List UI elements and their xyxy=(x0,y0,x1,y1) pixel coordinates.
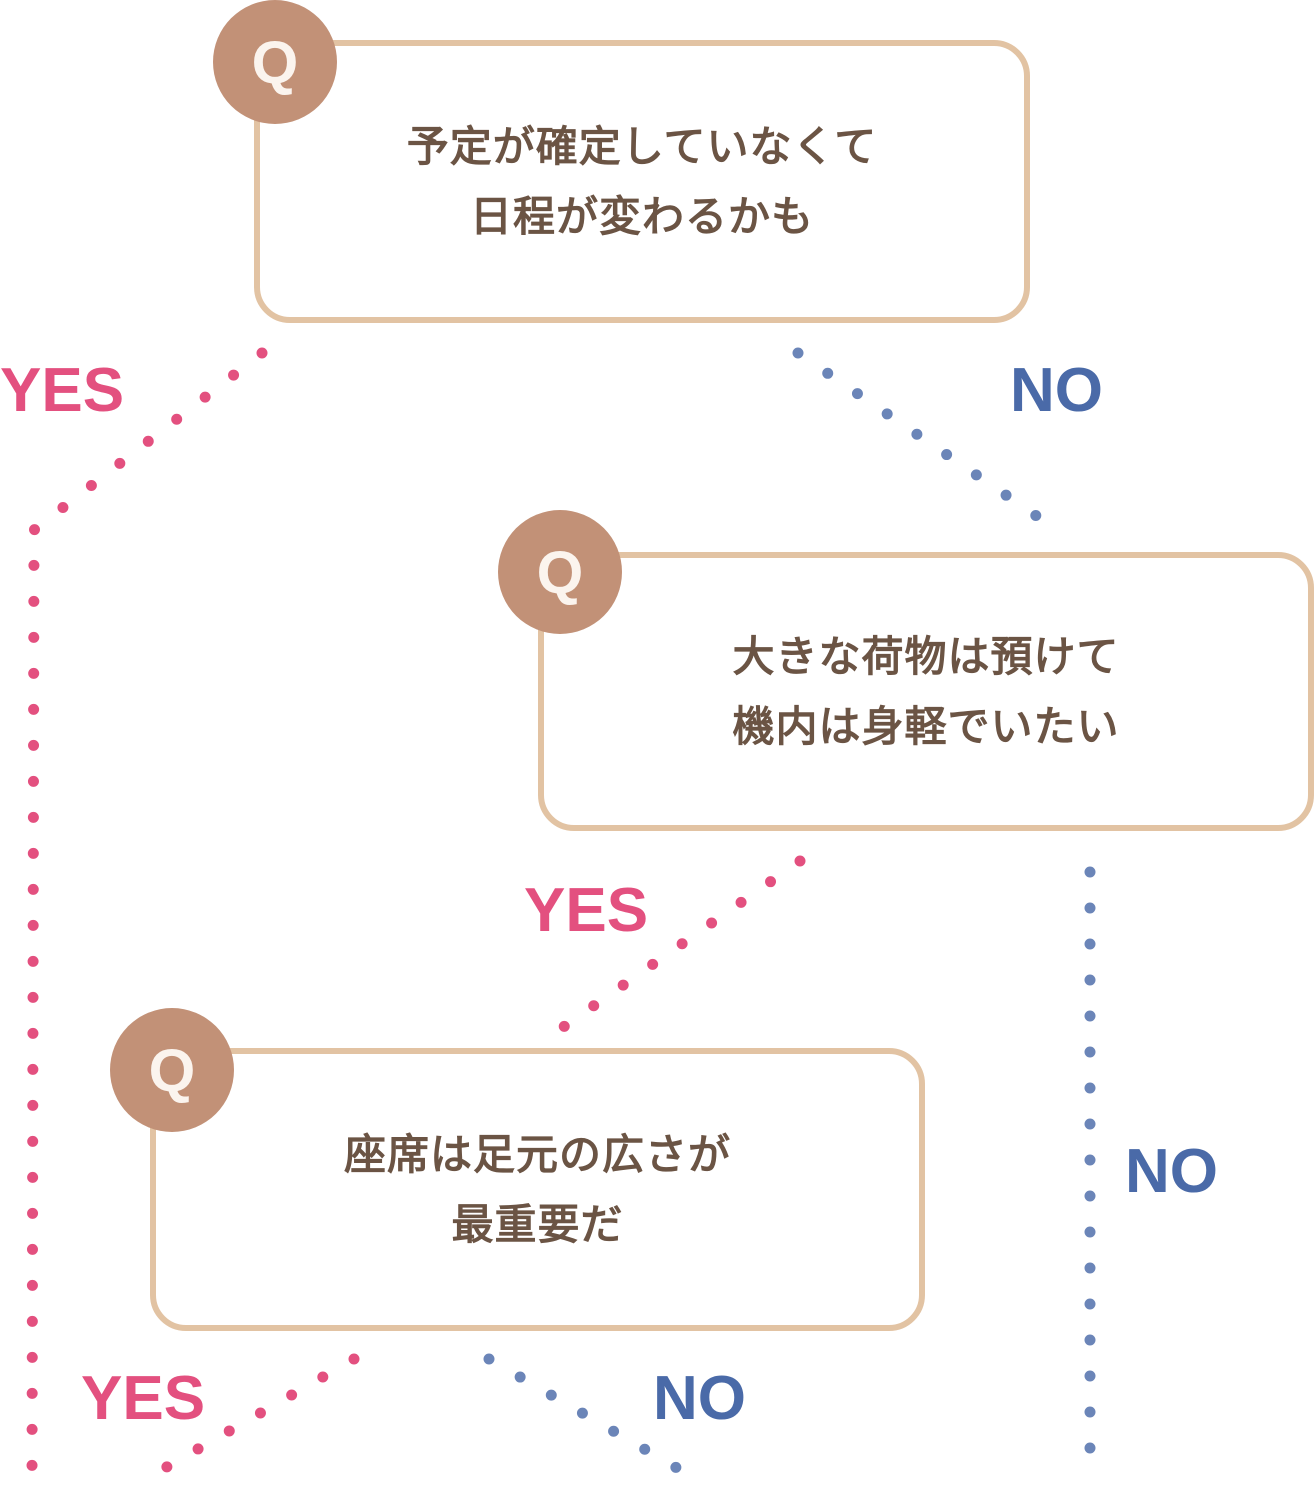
q1-no-line xyxy=(792,347,1044,523)
q1-yes-label: YES xyxy=(0,356,125,425)
question-box-1: 予定が確定していなくて 日程が変わるかも xyxy=(254,40,1030,323)
question-3-line-1: 座席は足元の広さが xyxy=(343,1130,731,1178)
q-badge-2: Q xyxy=(498,510,622,634)
q3-no-label: NO xyxy=(653,1364,746,1433)
q2-yes-line xyxy=(556,855,806,1034)
question-box-3: 座席は足元の広さが 最重要だ xyxy=(150,1048,925,1331)
question-2-line-2: 機内は身軽でいたい xyxy=(732,702,1120,750)
question-2-line-1: 大きな荷物は預けて xyxy=(732,632,1120,680)
question-1-line-1: 予定が確定していなくて xyxy=(406,122,878,170)
question-box-2: 大きな荷物は預けて 機内は身軽でいたい xyxy=(538,552,1314,831)
q1-no-label: NO xyxy=(1010,356,1103,425)
q-badge-3: Q xyxy=(110,1008,234,1132)
q3-yes-line xyxy=(159,1353,360,1474)
q3-no-line xyxy=(483,1353,683,1474)
q2-yes-label: YES xyxy=(524,876,649,945)
q3-yes-label: YES xyxy=(81,1364,206,1433)
question-1-line-2: 日程が変わるかも xyxy=(469,192,814,240)
q2-no-label: NO xyxy=(1125,1137,1218,1206)
q-badge-1: Q xyxy=(213,0,337,124)
question-3-line-2: 最重要だ xyxy=(451,1200,624,1248)
q1-yes-line xyxy=(26,347,268,1484)
